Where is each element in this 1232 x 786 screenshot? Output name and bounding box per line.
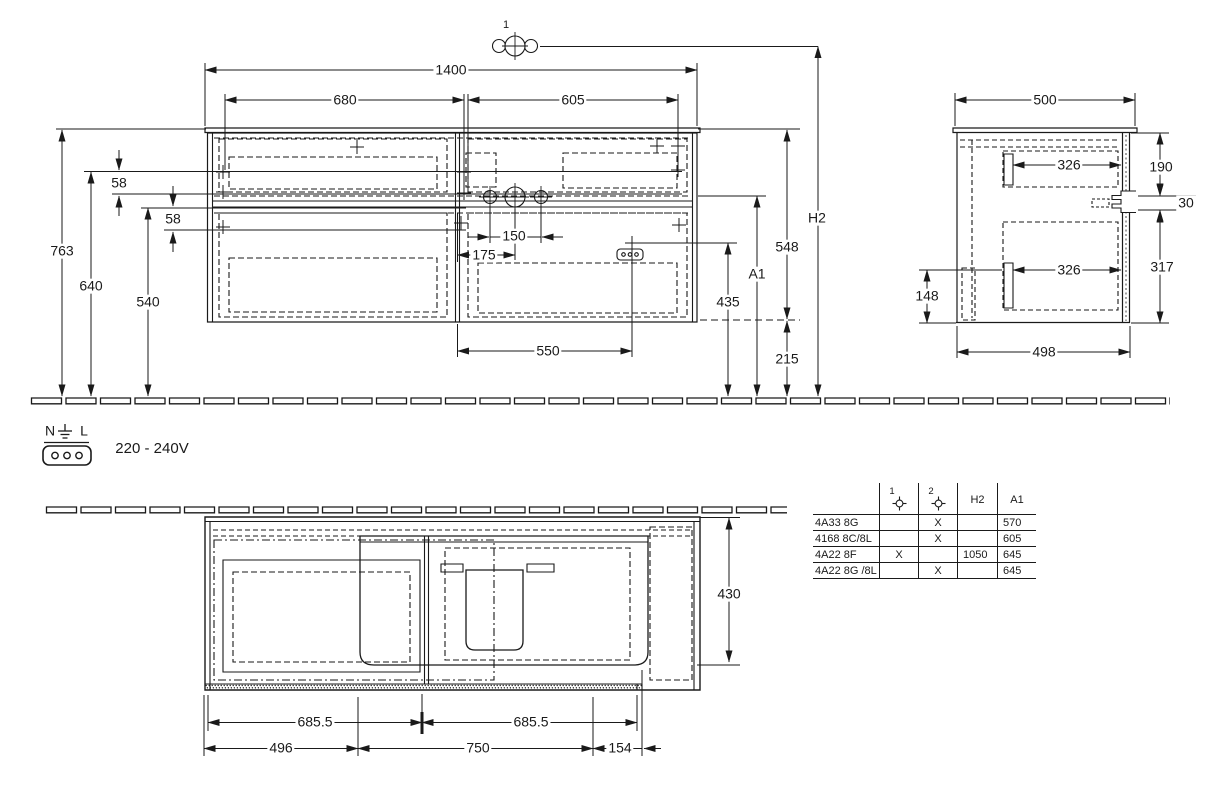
spec-hole1 (879, 530, 919, 547)
spec-h2 (957, 562, 998, 579)
dim-side-317: 317 (1148, 258, 1176, 275)
dim-front-offset-58a: 58 (109, 174, 129, 191)
drill-hole-icon (892, 496, 906, 511)
dim-plan-6855-right: 685.5 (511, 713, 551, 730)
spec-model: 4A22 8G /8L (813, 562, 880, 579)
dim-side-326-top: 326 (1055, 156, 1083, 173)
power-label-l: L (80, 422, 88, 439)
spec-table: 1 2 H2 A (813, 483, 1036, 579)
dim-plan-154: 154 (606, 739, 634, 756)
spec-header-hole1: 1 (879, 483, 919, 515)
socket-icon-front (617, 249, 643, 260)
dim-front-overall-width: 1400 (433, 61, 469, 78)
dim-tap-offset-175: 175 (470, 246, 498, 263)
spec-header-h2: H2 (957, 483, 998, 515)
tap-symbol-number: 1 (500, 19, 512, 32)
spec-a1: 645 (997, 546, 1036, 563)
dim-side-depth-498: 498 (1030, 343, 1058, 360)
floor-tiles (30, 397, 1170, 405)
dim-plan-depth-430: 430 (715, 585, 743, 602)
dim-plan-6855-left: 685.5 (295, 713, 335, 730)
dim-front-offset-58b: 58 (163, 210, 183, 227)
spec-table-header-row: 1 2 H2 A (813, 483, 1036, 515)
spec-hole2 (918, 546, 958, 563)
spec-hole1: X (879, 546, 919, 563)
plan-view-cabinet (205, 517, 700, 690)
spec-table-row: 4A22 8G /8L X 645 (813, 562, 1036, 579)
spec-header-h2-label: H2 (970, 494, 985, 506)
spec-header-a1-label: A1 (1010, 494, 1024, 506)
spec-model: 4A22 8F (813, 546, 880, 563)
dim-side-190: 190 (1147, 158, 1175, 175)
spec-h2 (957, 530, 998, 547)
dim-front-right-section: 605 (559, 91, 587, 108)
spec-model: 4A33 8G (813, 514, 880, 531)
dim-socket-height-435: 435 (714, 293, 742, 310)
spec-header-model (813, 483, 880, 515)
drill-hole-icon (931, 496, 945, 511)
basin-deck-outline (360, 536, 648, 665)
wall-tiles-plan (45, 506, 787, 514)
spec-hole1 (879, 562, 919, 579)
tap-hole-symbol (493, 32, 538, 60)
dim-clearance-215: 215 (773, 350, 801, 367)
spec-table-row: 4A33 8G X 570 (813, 514, 1036, 531)
plan-view-dimension-lines (203, 518, 740, 757)
hole2-number: 2 (928, 485, 934, 497)
spec-a1: 570 (997, 514, 1036, 531)
dim-height-a1: A1 (746, 265, 768, 282)
side-view-cabinet (953, 128, 1137, 323)
spec-a1: 605 (997, 530, 1036, 547)
spec-model: 4168 8C/8L (813, 530, 880, 547)
spec-h2 (957, 514, 998, 531)
wall-clip-profile (1112, 191, 1136, 213)
dim-side-depth-500: 500 (1031, 91, 1059, 108)
basin-bowl-outline (466, 570, 523, 650)
faucet-holes-icon (479, 183, 552, 211)
spec-hole2: X (918, 562, 958, 579)
dim-socket-offset-550: 550 (534, 342, 562, 359)
voltage-label: 220 - 240V (115, 440, 189, 458)
dim-front-height-540: 540 (134, 293, 162, 310)
dim-tap-spacing-150: 150 (500, 227, 528, 244)
spec-table-row: 4A22 8F X 1050 645 (813, 546, 1036, 563)
power-socket-icon (43, 424, 91, 465)
dim-height-h2: H2 (806, 209, 828, 226)
spec-header-a1: A1 (997, 483, 1036, 515)
spec-table-row: 4168 8C/8L X 605 (813, 530, 1036, 547)
dim-front-height-640: 640 (77, 277, 105, 294)
spec-hole1 (879, 514, 919, 531)
front-view-cabinet (205, 128, 700, 322)
power-label-n: N (44, 422, 56, 439)
dim-front-height-763: 763 (48, 242, 76, 259)
dim-side-30: 30 (1176, 194, 1196, 211)
spec-hole2: X (918, 514, 958, 531)
spec-hole2: X (918, 530, 958, 547)
spec-h2: 1050 (957, 546, 998, 563)
hole1-number: 1 (889, 485, 895, 497)
dim-plan-750: 750 (464, 739, 492, 756)
dim-body-height-548: 548 (773, 238, 801, 255)
dim-side-326-bottom: 326 (1055, 261, 1083, 278)
dim-front-left-section: 680 (331, 91, 359, 108)
dim-plan-496: 496 (267, 739, 295, 756)
spec-a1: 645 (997, 562, 1036, 579)
dim-side-148: 148 (913, 287, 941, 304)
spec-header-hole2: 2 (918, 483, 958, 515)
